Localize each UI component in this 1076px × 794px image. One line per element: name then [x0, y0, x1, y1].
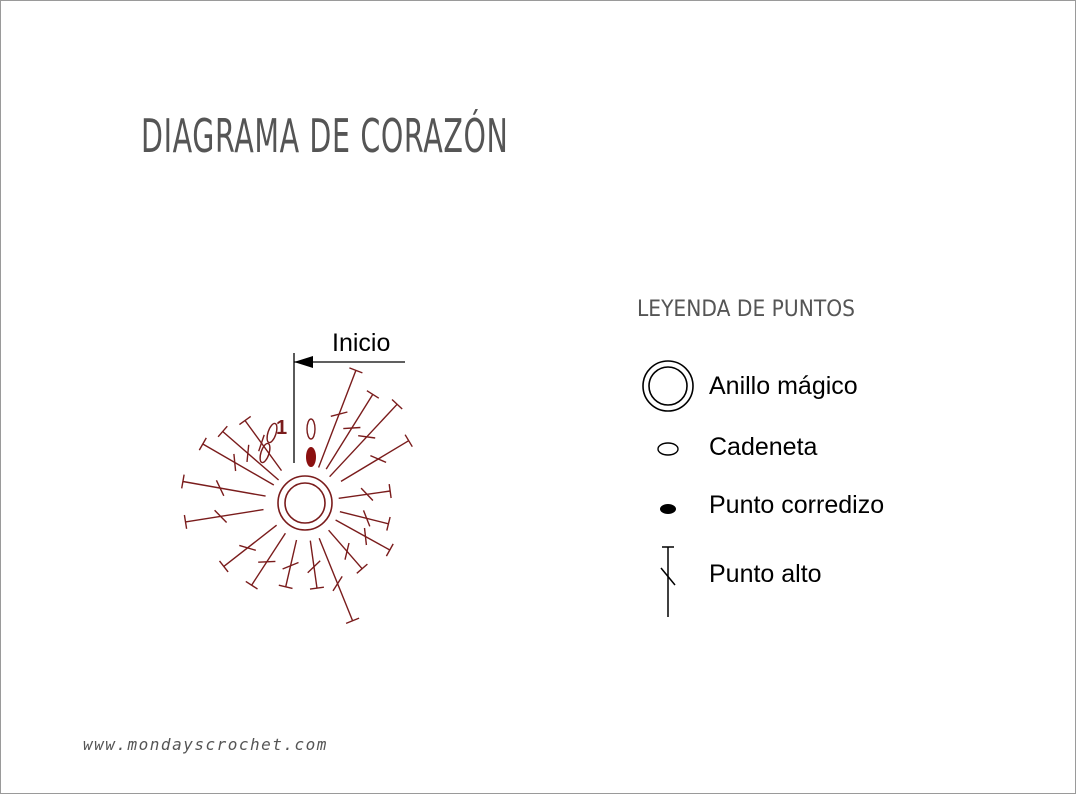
magic-ring-outer: [277, 475, 333, 531]
double-crochet-stitch: [339, 510, 391, 531]
legend-icons: [642, 360, 694, 617]
double-crochet-stitch: [317, 367, 363, 468]
page-title: DIAGRAMA DE CORAZÓN: [141, 109, 509, 163]
double-crochet-stitch: [329, 398, 403, 478]
double-crochet-stitch: [335, 519, 394, 557]
start-label: Inicio: [332, 329, 390, 357]
double-crochet-stitch: [217, 425, 280, 481]
chain-stitch: [266, 422, 278, 444]
chain-stitch: [306, 418, 316, 440]
chain-stitch-icon: [657, 442, 679, 456]
double-crochet-stitch: [338, 484, 392, 501]
footer-url: www.mondayscrochet.com: [83, 735, 328, 754]
round-number: 1: [276, 417, 287, 439]
slip-stitch-icon: [660, 504, 676, 514]
legend-item-chain: Cadeneta: [709, 433, 818, 461]
double-crochet-stitch: [181, 474, 266, 497]
double-crochet-stitch: [245, 532, 286, 590]
double-crochet-stitch: [340, 434, 413, 482]
double-crochet-stitch: [218, 524, 278, 573]
double-crochet-stitch: [183, 508, 264, 529]
legend-item-double-crochet: Punto alto: [709, 560, 822, 588]
legend-item-slip-stitch: Punto corredizo: [709, 491, 885, 519]
double-crochet-stitch: [307, 540, 324, 590]
legend-title: LEYENDA DE PUNTOS: [637, 297, 855, 322]
double-crochet-stitch: [198, 437, 275, 486]
magic-ring-inner: [284, 482, 326, 524]
double-crochet-stitch: [238, 415, 283, 472]
double-crochet-stitch: [278, 539, 299, 590]
double-crochet-icon: [660, 546, 676, 617]
legend-item-magic-ring: Anillo mágico: [709, 372, 858, 400]
double-crochet-stitch: [318, 537, 360, 625]
double-crochet-stitch: [328, 529, 368, 574]
double-crochet-stitch: [325, 390, 380, 470]
start-arrow-head: [294, 356, 313, 368]
stitch-layer: [181, 367, 413, 625]
chain-stitch: [259, 442, 271, 464]
magic-ring-icon: [642, 360, 694, 412]
slip-stitch: [306, 447, 316, 467]
